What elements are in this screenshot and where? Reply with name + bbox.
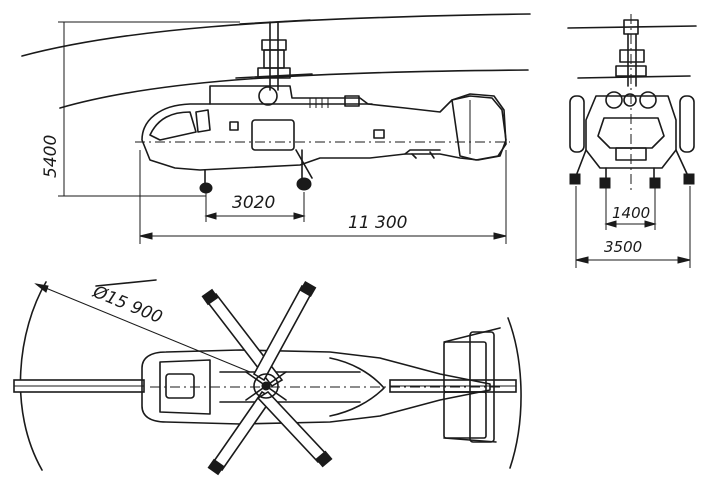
track-label: 1400 (612, 204, 650, 222)
side-view: 5400 3020 11 300 (21, 13, 531, 244)
width-dimension: 3500 (575, 186, 691, 268)
top-rotor-blades (201, 280, 333, 476)
track-dimension: 1400 (604, 188, 657, 230)
height-dimension: 5400 (41, 21, 240, 197)
lower-rotor-arc (59, 69, 529, 109)
upper-rotor-arc (21, 13, 531, 57)
rotor-disc-right-arc (507, 317, 522, 469)
width-label: 3500 (604, 238, 642, 256)
wheelbase-dimension: 3020 (204, 192, 306, 222)
length-label: 11 300 (348, 213, 407, 233)
wheelbase-label: 3020 (232, 193, 275, 213)
side-fuselage (135, 85, 510, 171)
side-landing-gear (199, 149, 435, 194)
length-dimension: 11 300 (139, 150, 507, 244)
side-rotor-mast (235, 19, 313, 91)
top-view: Ø15 900 (13, 279, 522, 476)
height-label: 5400 (41, 135, 61, 178)
front-view: 1400 3500 (567, 14, 697, 268)
rotor-disc-left-arc (19, 281, 47, 471)
